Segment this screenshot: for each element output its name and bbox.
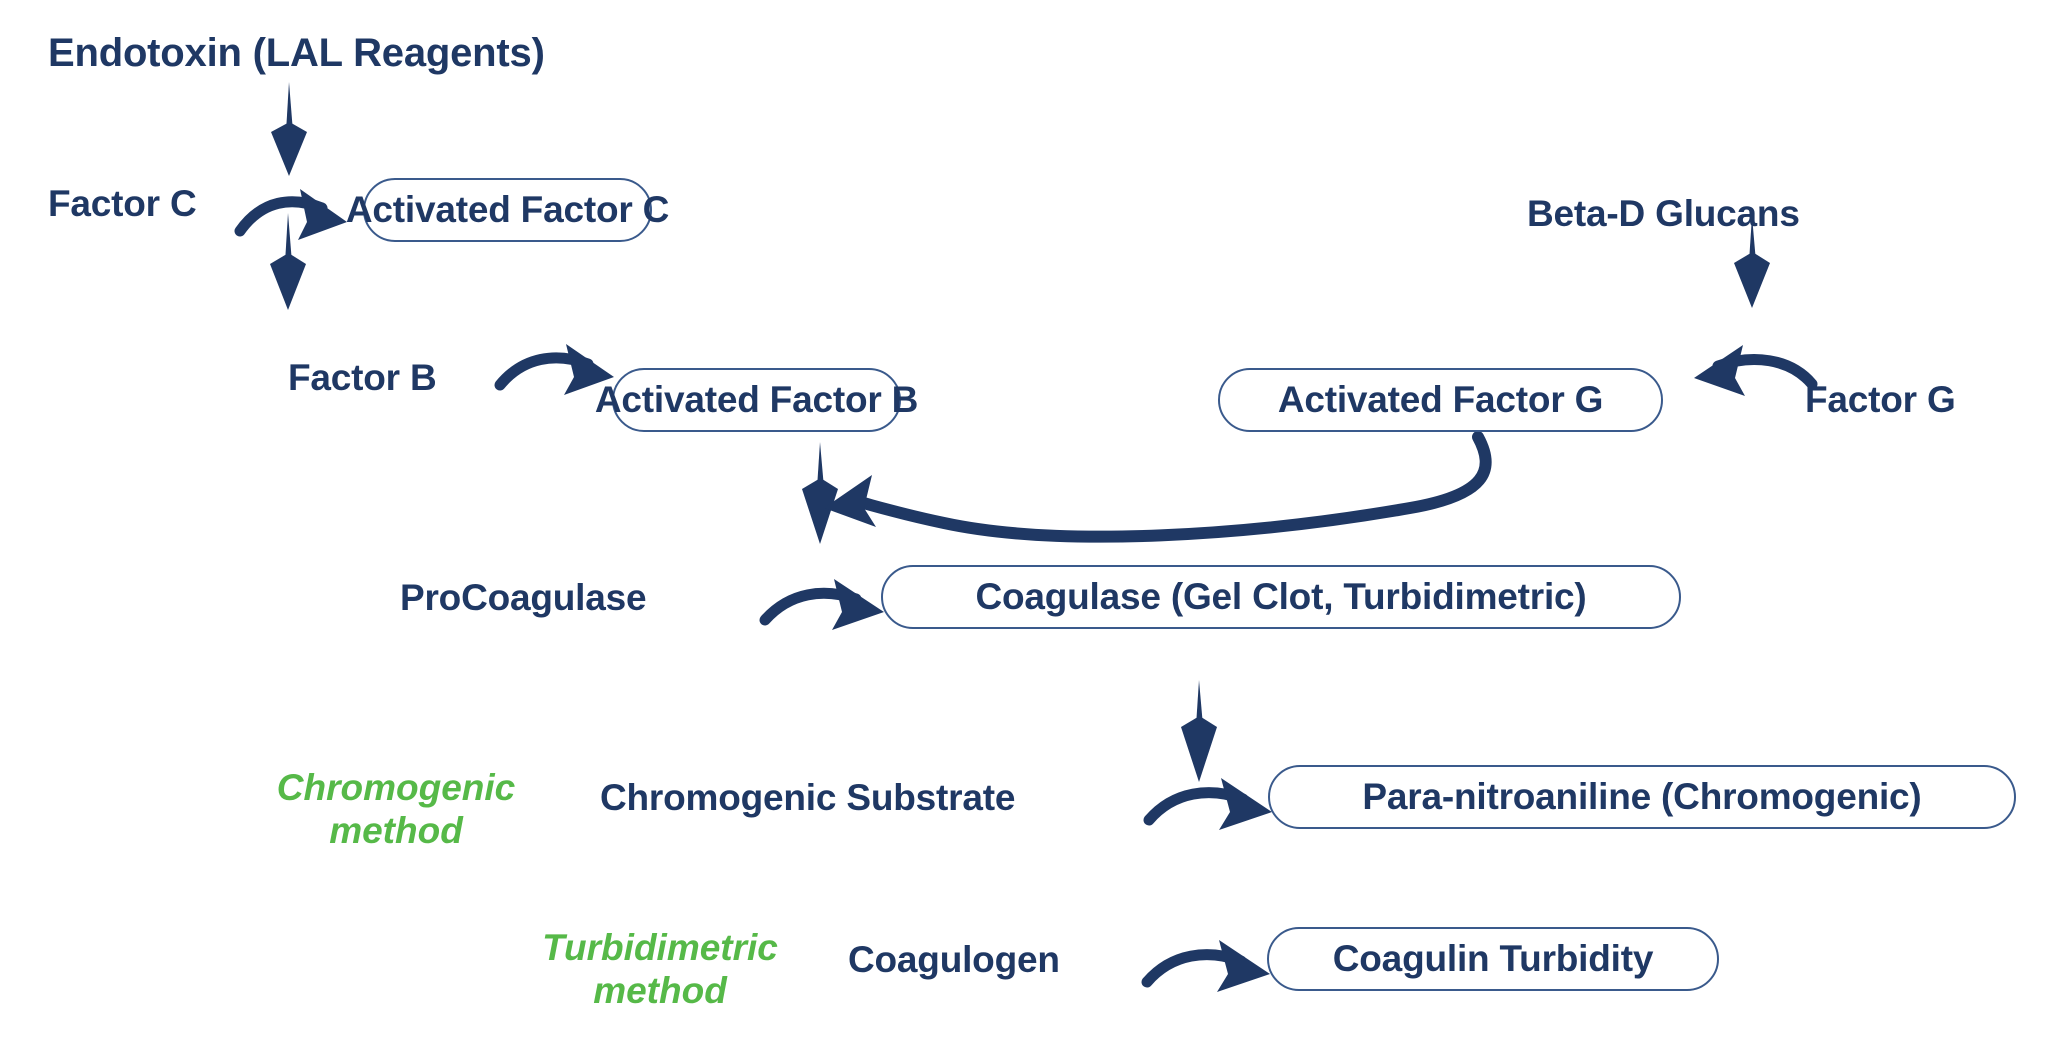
node-activated-factor-g-label: Activated Factor G xyxy=(1277,379,1604,420)
arrow-endotoxin-to-activated-factor-c xyxy=(271,82,307,176)
node-factor-c: Factor C xyxy=(48,176,268,232)
node-activated-factor-c: Activated Factor C xyxy=(346,178,669,242)
node-activated-factor-b-label: Activated Factor B xyxy=(594,379,919,420)
arrow-coagulase-to-para-nitroaniline xyxy=(1181,680,1217,782)
arrow-chromogenic-substrate-to-para-nitroaniline xyxy=(1143,778,1272,830)
arrow-activated-factor-g-to-coagulase xyxy=(824,431,1492,543)
node-coagulase: Coagulase (Gel Clot, Turbidimetric) xyxy=(881,565,1681,629)
node-factor-g: Factor G xyxy=(1805,372,2035,428)
node-chromogenic-substrate-label: Chromogenic Substrate xyxy=(600,777,1016,818)
node-factor-b-label: Factor B xyxy=(288,357,437,398)
node-factor-c-label: Factor C xyxy=(48,183,197,224)
annotation-chromogenic-method-label: Chromogenic method xyxy=(276,767,516,851)
arrow-activated-factor-c-to-activated-factor-b xyxy=(270,213,306,310)
node-para-nitroaniline: Para-nitroaniline (Chromogenic) xyxy=(1268,765,2016,829)
node-coagulogen: Coagulogen xyxy=(848,932,1148,988)
node-coagulin-turbidity: Coagulin Turbidity xyxy=(1267,927,1719,991)
node-endotoxin-label: Endotoxin (LAL Reagents) xyxy=(48,30,545,75)
arrow-coagulogen-to-coagulin-turbidity xyxy=(1141,940,1270,992)
annotation-turbidimetric-method: Turbidimetric method xyxy=(500,920,820,1020)
node-endotoxin: Endotoxin (LAL Reagents) xyxy=(48,24,648,82)
node-procoagulase: ProCoagulase xyxy=(400,570,720,626)
node-para-nitroaniline-label: Para-nitroaniline (Chromogenic) xyxy=(1362,776,1922,817)
node-beta-d-glucans-label: Beta-D Glucans xyxy=(1527,193,1800,234)
arrow-activated-factor-b-to-coagulase xyxy=(802,442,838,544)
annotation-turbidimetric-method-label: Turbidimetric method xyxy=(542,927,778,1011)
node-activated-factor-g: Activated Factor G xyxy=(1218,368,1663,432)
node-chromogenic-substrate: Chromogenic Substrate xyxy=(600,770,1120,826)
node-coagulogen-label: Coagulogen xyxy=(848,939,1060,980)
arrow-procoagulase-to-coagulase xyxy=(759,579,884,630)
node-coagulase-label: Coagulase (Gel Clot, Turbidimetric) xyxy=(975,576,1587,617)
node-activated-factor-b: Activated Factor B xyxy=(595,368,918,432)
node-activated-factor-c-label: Activated Factor C xyxy=(345,189,670,230)
node-procoagulase-label: ProCoagulase xyxy=(400,577,647,618)
node-factor-g-label: Factor G xyxy=(1805,379,1956,420)
node-factor-b: Factor B xyxy=(288,350,508,406)
arrow-factor-g-to-activated-factor-g xyxy=(1694,345,1818,396)
annotation-chromogenic-method: Chromogenic method xyxy=(246,760,546,860)
node-beta-d-glucans: Beta-D Glucans xyxy=(1527,186,1907,242)
node-coagulin-turbidity-label: Coagulin Turbidity xyxy=(1332,938,1654,979)
